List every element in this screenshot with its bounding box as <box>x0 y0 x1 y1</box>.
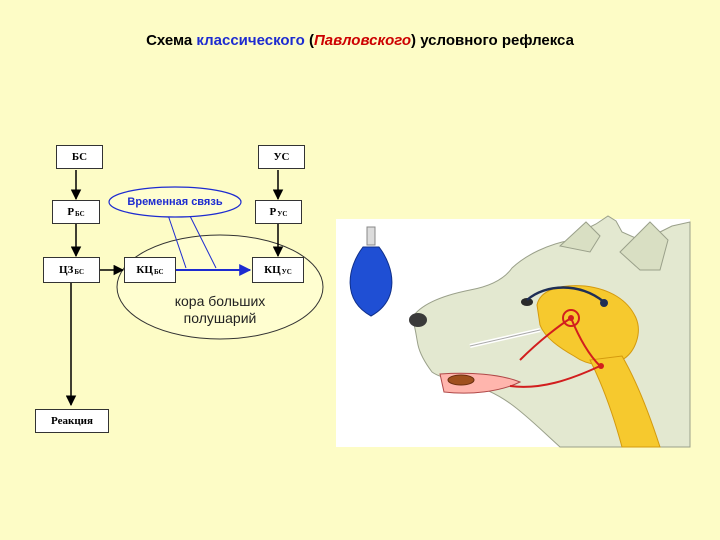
saliva-tube-outline <box>469 329 541 347</box>
node-bs: БС <box>56 145 103 169</box>
node-kc-us-label: КЦ <box>264 264 281 276</box>
node-r-us-sub: УС <box>277 210 288 218</box>
dog-nose <box>409 313 427 327</box>
page-title: Схема классического (Павловского) условн… <box>0 32 720 49</box>
dog-eye <box>521 298 533 306</box>
title-open-paren: ( <box>304 32 314 49</box>
temporary-link-callout <box>108 186 242 218</box>
node-kc-bs-label: КЦ <box>136 264 153 276</box>
node-us-label: УС <box>273 151 290 163</box>
callout-pointer-left <box>167 214 187 269</box>
title-prefix: Схема <box>146 32 197 49</box>
dog-ear-left <box>558 221 601 253</box>
lamp-bulb <box>349 246 393 317</box>
lamp-base <box>366 226 376 246</box>
salivary-center-outer <box>562 309 580 327</box>
node-reaction: Реакция <box>35 409 109 433</box>
dog-illustration <box>336 215 691 448</box>
node-us: УС <box>258 145 305 169</box>
visual-center-dot <box>600 299 608 307</box>
cortex-label-line2: полушарий <box>183 310 257 326</box>
cortex-label: кора больших полушарий <box>130 293 310 327</box>
node-kc-bs-sub: БС <box>153 268 164 276</box>
node-reaction-label: Реакция <box>51 415 93 427</box>
title-suffix: ) условного рефлекса <box>411 32 574 49</box>
node-cz-bs-label: ЦЗ <box>58 264 74 276</box>
title-pavlov: Павловского <box>313 32 412 49</box>
visual-nerve-path <box>526 286 605 303</box>
callout-pointer-right <box>189 215 217 269</box>
node-r-bs-label: Р <box>67 206 75 218</box>
node-bs-label: БС <box>71 151 88 163</box>
food-piece <box>447 374 475 386</box>
temporary-link-label: Временная связь <box>127 196 223 208</box>
node-kc-us-sub: УС <box>281 268 292 276</box>
reflex-node-dot <box>598 363 604 369</box>
node-r-us-label: Р <box>269 206 277 218</box>
node-cz-bs-sub: БС <box>74 268 84 276</box>
node-r-bs-sub: БС <box>75 210 85 218</box>
title-classic: классического <box>196 32 305 49</box>
spinal-cord <box>589 355 661 448</box>
dog-brain <box>536 285 639 366</box>
cortex-label-line1: кора больших <box>174 293 266 309</box>
salivary-center-inner <box>568 315 574 321</box>
dog-ear-right <box>619 221 669 271</box>
